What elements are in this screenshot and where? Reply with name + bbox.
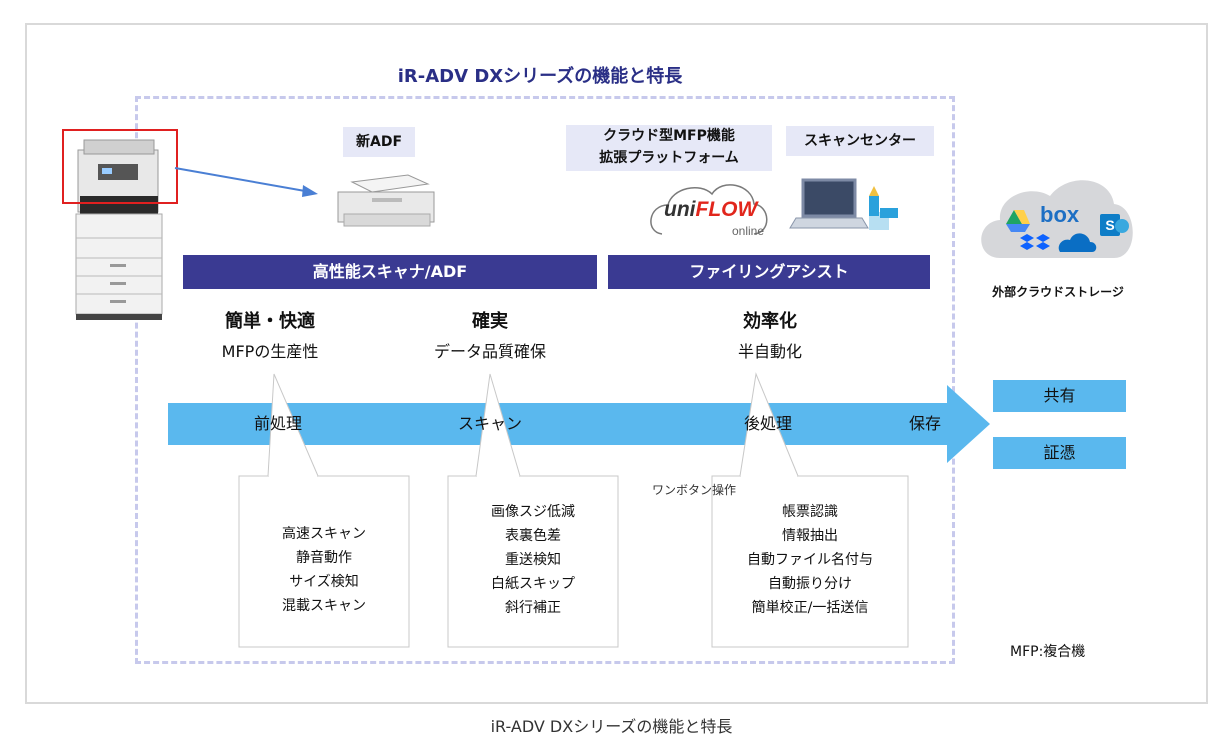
list-item: 自動ファイル名付与 — [747, 552, 873, 568]
dropbox-icon — [1020, 234, 1050, 250]
cloud-storage-icon — [981, 180, 1133, 258]
flow-step-save: 保存 — [908, 414, 941, 433]
one-button-operation-label: ワンボタン操作 — [651, 483, 736, 497]
pointer-arrow — [174, 167, 318, 197]
output-evidence: 証憑 — [993, 437, 1126, 469]
uniflow-cloud-outline — [650, 184, 768, 235]
feature-heading-efficiency: 効率化 — [743, 311, 797, 332]
diagram-title: iR-ADV DXシリーズの機能と特長 — [397, 66, 683, 87]
label-new-adf: 新ADF — [343, 127, 415, 157]
list-item: 重送検知 — [505, 552, 561, 568]
list-item: 静音動作 — [296, 550, 352, 566]
label-cloud-platform-line1: クラウド型MFP機能 — [566, 125, 772, 147]
uniflow-logo: uniFLOW — [664, 198, 764, 222]
list-item: 帳票認識 — [782, 504, 838, 520]
list-item: 斜行補正 — [505, 600, 561, 616]
adf-scanner-icon — [337, 174, 435, 227]
feature-sub-productivity: MFPの生産性 — [221, 342, 319, 361]
feature-heading-reliable: 確実 — [472, 311, 508, 332]
flow-step-postprocess: 後処理 — [743, 414, 792, 433]
callout-list-scanning: 高速スキャン 静音動作 サイズ検知 混載スキャン — [239, 522, 409, 618]
callout-box-quality-features — [447, 373, 619, 648]
band-filing-assist: ファイリングアシスト — [608, 255, 930, 289]
feature-sub-semi-automation: 半自動化 — [737, 342, 802, 361]
figure-caption: iR-ADV DXシリーズの機能と特長 — [490, 717, 733, 736]
cloud-storage-label: 外部クラウドストレージ — [992, 285, 1124, 299]
mfp-printer-icon — [75, 139, 163, 320]
flow-step-preprocess: 前処理 — [253, 414, 302, 433]
band-scanner-adf: 高性能スキャナ/ADF — [183, 255, 597, 289]
onedrive-icon — [1058, 233, 1097, 252]
sharepoint-logo-text: S — [1105, 217, 1115, 233]
list-item: 混載スキャン — [282, 598, 366, 614]
label-scan-center: スキャンセンター — [786, 126, 934, 156]
callout-list-quality: 画像スジ低減 表裏色差 重送検知 白紙スキップ 斜行補正 — [448, 500, 618, 620]
list-item: 表裏色差 — [505, 528, 561, 544]
list-item: 情報抽出 — [782, 528, 838, 544]
box-logo-text: box — [1040, 202, 1080, 227]
uniflow-logo-online: online — [731, 224, 764, 238]
google-drive-icon — [1006, 210, 1030, 232]
uniflow-logo-uni: uni — [664, 198, 696, 221]
list-item: 自動振り分け — [768, 576, 852, 592]
feature-area-dashed-box — [135, 96, 955, 664]
uniflow-logo-flow: FLOW — [695, 198, 758, 221]
pen-stand-icon — [869, 186, 898, 230]
sharepoint-icon — [1100, 214, 1129, 236]
adf-highlight-frame — [62, 129, 178, 204]
output-share: 共有 — [993, 380, 1126, 412]
list-item: 白紙スキップ — [491, 576, 575, 592]
callout-box-automation-features — [711, 372, 909, 648]
list-item: 画像スジ低減 — [491, 504, 575, 520]
feature-sub-data-quality: データ品質確保 — [433, 342, 546, 361]
list-item: サイズ検知 — [289, 574, 359, 590]
laptop-icon — [789, 178, 869, 229]
label-cloud-platform-line2: 拡張プラットフォーム — [566, 147, 772, 171]
list-item: 簡単校正/一括送信 — [751, 600, 869, 616]
list-item: 高速スキャン — [282, 526, 366, 542]
flow-step-scan: スキャン — [457, 414, 522, 433]
footnote-mfp: MFP:複合機 — [1010, 644, 1086, 660]
feature-heading-easy: 簡単・快適 — [225, 311, 315, 332]
callout-list-automation: 帳票認識 情報抽出 自動ファイル名付与 自動振り分け 簡単校正/一括送信 — [712, 500, 908, 620]
callout-box-scanning-features — [238, 373, 410, 648]
